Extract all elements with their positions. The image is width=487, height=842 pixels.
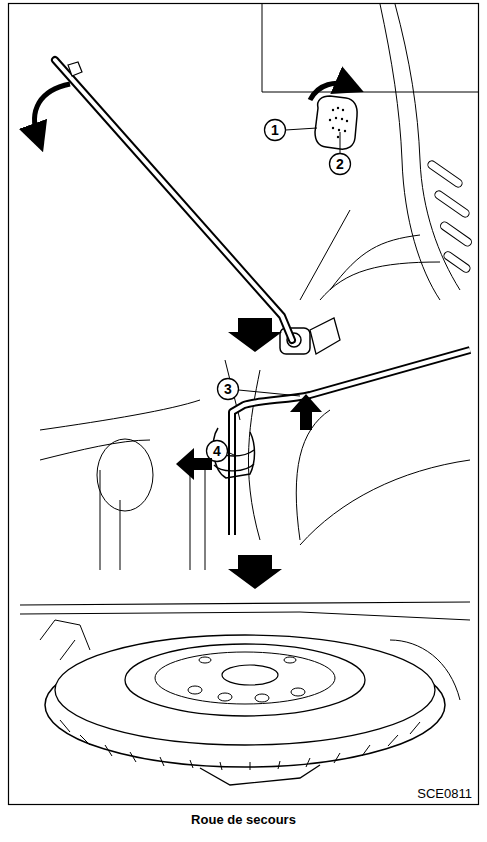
callout-number: 4 <box>207 441 227 461</box>
callout-number: 1 <box>265 120 285 140</box>
callout-number: 2 <box>330 154 350 174</box>
callout-number: 3 <box>218 379 238 399</box>
figure-caption: Roue de secours <box>191 813 296 826</box>
figure-code: SCE0811 <box>417 787 472 800</box>
